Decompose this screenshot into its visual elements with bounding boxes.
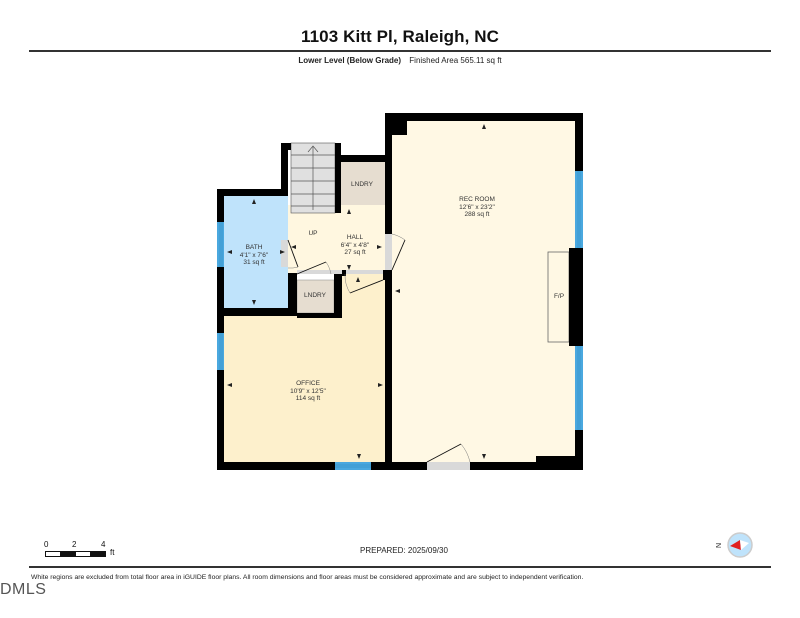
rec-room-name: REC ROOM — [459, 196, 495, 203]
rec-room-dims: 12'6" x 23'2" — [459, 203, 495, 211]
rec-room-area: 288 sq ft — [464, 211, 490, 218]
prepared-date: PREPARED: 2025/09/30 — [360, 546, 448, 555]
scale-seg-3 — [75, 551, 91, 557]
finished-area: Finished Area 565.11 sq ft — [409, 56, 502, 65]
bath-area: 31 sq ft — [243, 259, 265, 266]
windows — [217, 171, 583, 470]
hall-label: HALL 6'4" x 4'8" 27 sq ft — [341, 234, 369, 257]
disclaimer: White regions are excluded from total fl… — [31, 574, 584, 581]
fireplace-label: F/P — [553, 293, 565, 300]
door-openings — [281, 234, 470, 470]
page-title: 1103 Kitt Pl, Raleigh, NC — [300, 27, 500, 46]
subtitle: Lower Level (Below Grade) Finished Area … — [0, 56, 800, 65]
office-room — [224, 316, 386, 462]
scale-seg-1 — [45, 551, 61, 557]
laundry-upper — [341, 162, 385, 205]
header-divider — [29, 50, 771, 52]
scale-tick-0: 0 — [44, 540, 49, 549]
scale-unit: ft — [110, 548, 115, 557]
office-dims: 10'9" x 12'5" — [290, 387, 326, 395]
hall-dims: 6'4" x 4'8" — [340, 241, 370, 249]
bath-label: BATH 4'1" x 7'6" 31 sq ft — [240, 244, 268, 267]
dimension-arrows — [227, 124, 486, 459]
scale-seg-4 — [90, 551, 106, 557]
laundry-lower — [296, 279, 335, 314]
stair-arrow-icon — [307, 145, 319, 210]
bath-room — [224, 196, 288, 308]
bath-name: BATH — [245, 244, 263, 251]
hall-name: HALL — [346, 234, 364, 241]
office-room-upper — [340, 273, 386, 318]
scale-tick-2: 2 — [72, 540, 77, 549]
office-name: OFFICE — [296, 380, 320, 387]
laundry-upper-label: LNDRY — [351, 181, 373, 188]
walls — [217, 113, 583, 470]
office-label: OFFICE 10'9" x 12'5" 114 sq ft — [290, 380, 326, 403]
footer-divider — [29, 566, 771, 568]
level-name: Lower Level (Below Grade) — [298, 56, 402, 65]
laundry-lower-label: LNDRY — [304, 292, 326, 299]
hall-room — [288, 205, 385, 273]
scale-seg-2 — [60, 551, 76, 557]
rec-room — [392, 121, 575, 462]
hall-area: 27 sq ft — [344, 249, 366, 256]
mls-watermark: DMLS — [0, 581, 47, 598]
bath-dims: 4'1" x 7'6" — [239, 251, 269, 259]
compass-north-label: N — [716, 542, 724, 549]
window-lines — [219, 171, 581, 468]
scale-tick-4: 4 — [101, 540, 106, 549]
stairs-up-label: UP — [308, 230, 318, 237]
door-swings — [287, 233, 471, 463]
office-area: 114 sq ft — [295, 395, 321, 402]
compass-icon — [727, 532, 753, 558]
rec-room-label: REC ROOM 12'6" x 23'2" 288 sq ft — [459, 196, 495, 219]
